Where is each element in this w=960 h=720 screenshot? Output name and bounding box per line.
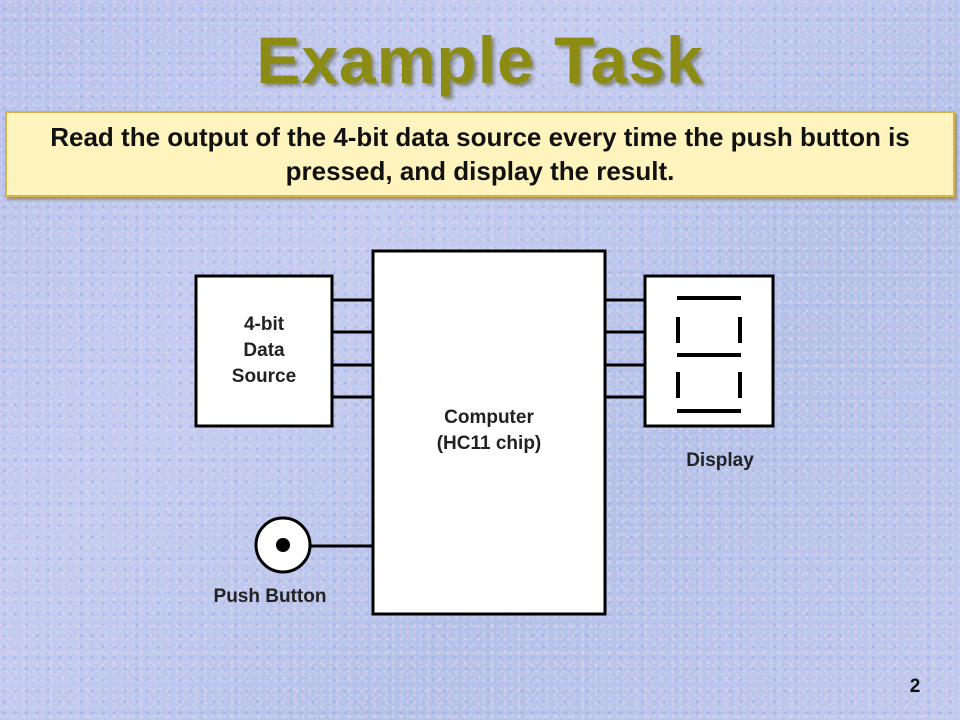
slide-title: Example Task: [256, 23, 704, 97]
data-source-label-line2: Data: [243, 340, 285, 361]
computer-label-line2: (HC11 chip): [436, 433, 542, 454]
seven-segment-digit-icon: [676, 296, 742, 413]
display-label: Display: [686, 450, 754, 471]
computer-label: Computer (HC11 chip): [373, 405, 605, 457]
task-description-box: Read the output of the 4-bit data source…: [5, 111, 955, 197]
task-description-text: Read the output of the 4-bit data source…: [50, 122, 910, 186]
output-bus-lines: [605, 298, 645, 399]
input-bus-lines: [332, 298, 373, 399]
push-button-label: Push Button: [213, 586, 327, 607]
data-source-label: 4-bit Data Source: [196, 312, 332, 390]
computer-box: [371, 249, 607, 616]
data-source-box: [194, 274, 334, 428]
display-box: [643, 274, 775, 428]
push-button-center-dot: [276, 538, 290, 552]
data-source-label-line3: Source: [231, 366, 297, 387]
page-number: 2: [909, 676, 921, 697]
computer-label-line1: Computer: [444, 407, 534, 428]
data-source-label-line1: 4-bit: [243, 314, 285, 335]
